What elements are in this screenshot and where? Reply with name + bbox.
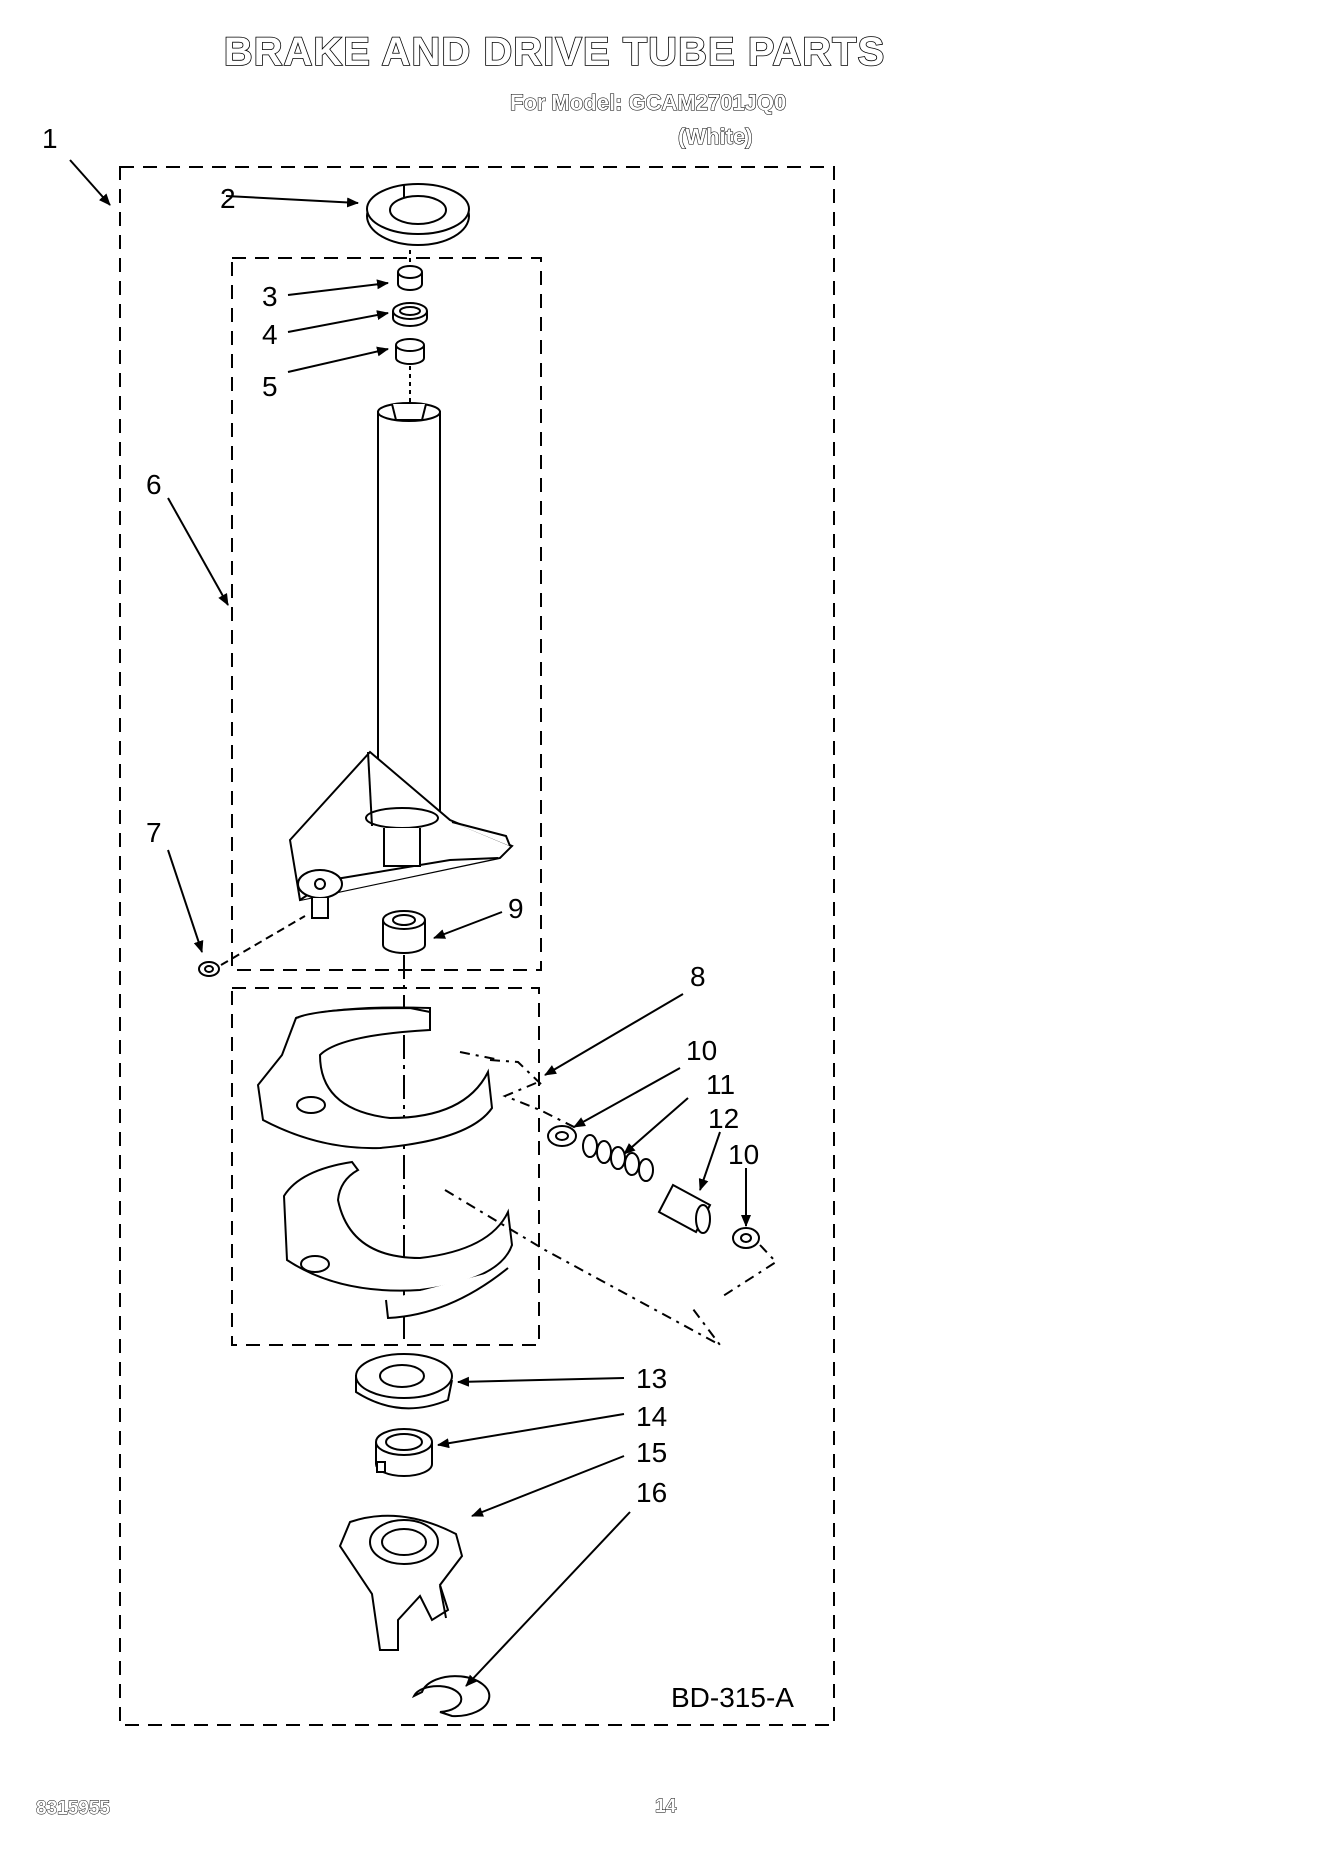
callout-13: 13 [636,1363,667,1394]
retainer-part [355,1353,453,1410]
callout-11: 11 [706,1069,735,1100]
page-title: BRAKE AND DRIVE TUBE PARTS [223,29,886,75]
callout-16: 16 [636,1477,667,1508]
seal-part [366,183,470,246]
callout-10b: 10 [728,1139,759,1170]
callout-12: 12 [708,1103,739,1134]
color-line: (White) [677,123,753,149]
page-number: 14 [655,1796,677,1818]
callout-1: 1 [42,123,58,154]
clip-part [198,915,306,977]
spring-assembly-parts [547,1125,778,1299]
callout-7: 7 [146,817,162,848]
bushing-parts [392,250,428,402]
brake-shoes-part [256,1006,721,1346]
brake-shoe-box [231,987,540,1346]
drive-tube-box [231,257,542,971]
snap-ring-part [411,1675,491,1718]
callout-14: 14 [636,1401,667,1432]
cam-part [338,1514,464,1651]
callout-10a: 10 [686,1035,717,1066]
callout-15: 15 [636,1437,667,1468]
drive-tube-part [288,402,514,919]
callout-8: 8 [690,961,706,992]
diagram-code: BD-315-A [671,1682,794,1713]
callout-6: 6 [146,469,162,500]
callout-5: 5 [262,371,278,402]
leader-lines [69,159,751,1687]
document-number: 8315955 [36,1798,111,1820]
callout-9: 9 [508,893,524,924]
callout-2: 2 [220,183,236,214]
callout-4: 4 [262,319,278,350]
ring-part [375,1428,433,1477]
outer-frame [119,166,835,1726]
callout-3: 3 [262,281,278,312]
model-line: For Model: GCAM2701JQ0 [509,89,787,115]
